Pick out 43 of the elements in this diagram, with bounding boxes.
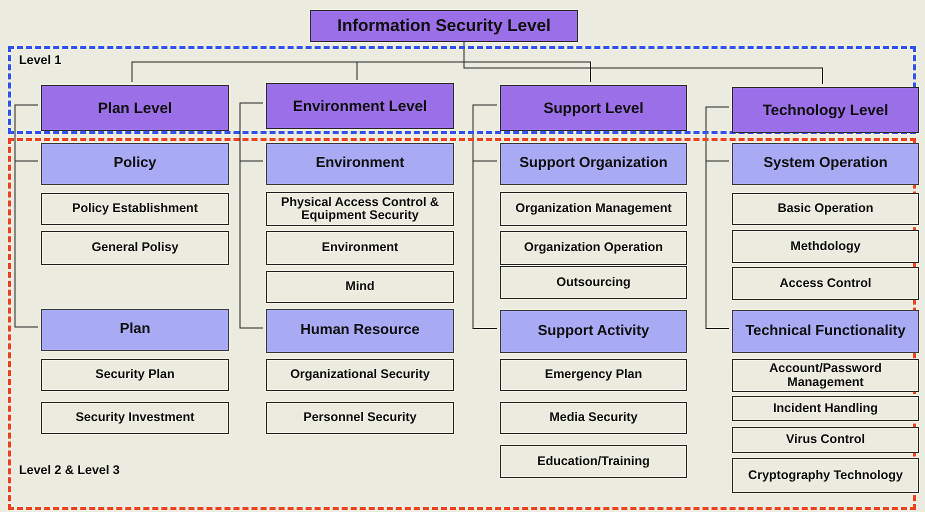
- item-box: General Polisy: [41, 231, 229, 265]
- category-box: System Operation: [732, 143, 919, 185]
- category-box: Environment: [266, 143, 454, 185]
- level-box: Support Level: [500, 85, 687, 131]
- dashed-group-frame: [8, 46, 916, 134]
- item-box: Organization Management: [500, 192, 687, 226]
- connector-line: [14, 104, 38, 328]
- item-box: Access Control: [732, 267, 919, 300]
- item-box: Mind: [266, 271, 454, 303]
- level-box: Environment Level: [266, 83, 454, 129]
- category-box: Support Organization: [500, 143, 687, 185]
- item-box: Organizational Security: [266, 359, 454, 391]
- item-box: Incident Handling: [732, 396, 919, 421]
- item-box: Education/Training: [500, 445, 687, 478]
- item-box: Policy Establishment: [41, 193, 229, 225]
- category-box: Technical Functionality: [732, 310, 919, 353]
- item-box: Environment: [266, 231, 454, 265]
- item-box: Emergency Plan: [500, 359, 687, 391]
- item-box: Account/Password Management: [732, 359, 919, 392]
- connector-line: [240, 102, 264, 328]
- group-label: Level 1: [19, 53, 62, 67]
- category-box: Human Resource: [266, 309, 454, 353]
- category-box: Support Activity: [500, 310, 687, 353]
- item-box: Physical Access Control & Equipment Security: [266, 192, 454, 226]
- item-box: Virus Control: [732, 427, 919, 453]
- connector-line: [472, 104, 498, 329]
- title-box: Information Security Level: [310, 10, 578, 42]
- item-box: Media Security: [500, 402, 687, 434]
- item-box: Outsourcing: [500, 266, 687, 299]
- item-box: Security Plan: [41, 359, 229, 391]
- group-label: Level 2 & Level 3: [19, 463, 120, 477]
- item-box: Basic Operation: [732, 193, 919, 225]
- category-box: Plan: [41, 309, 229, 351]
- dashed-group-frame: [8, 138, 916, 510]
- level-box: Plan Level: [41, 85, 229, 131]
- item-box: Personnel Security: [266, 402, 454, 434]
- item-box: Organization Operation: [500, 231, 687, 265]
- level-box: Technology Level: [732, 87, 919, 133]
- item-box: Cryptography Technology: [732, 458, 919, 493]
- category-box: Policy: [41, 143, 229, 185]
- connector-line: [706, 106, 730, 329]
- item-box: Security Investment: [41, 402, 229, 434]
- item-box: Methdology: [732, 230, 919, 263]
